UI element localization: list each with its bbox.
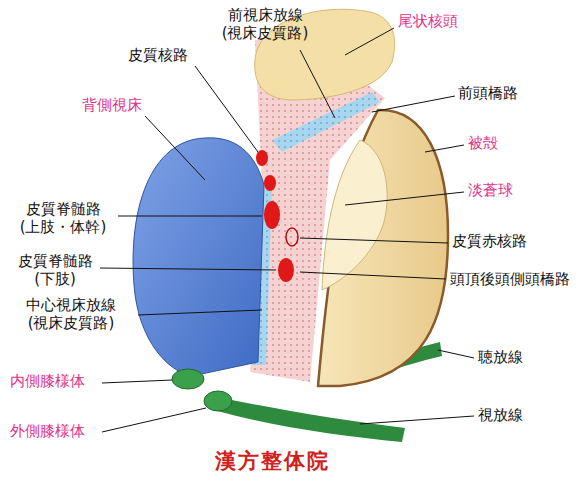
part-label: 皮質脊髄路 (上肢・体幹) bbox=[10, 200, 116, 236]
watermark: 漢方整体院 bbox=[215, 448, 330, 473]
part-label: 前頭橋路 bbox=[458, 84, 548, 102]
leader-lines bbox=[100, 28, 474, 432]
part-label: 皮質赤核路 bbox=[452, 232, 552, 250]
lateral-geniculate bbox=[204, 391, 232, 411]
part-label: 外側膝様体 bbox=[10, 422, 105, 440]
corticonuclear-tract bbox=[256, 150, 268, 166]
part-label: 中心視床放線 (視床皮質路) bbox=[6, 296, 136, 332]
corticospinal-tract bbox=[278, 258, 294, 282]
part-label: 被殻 bbox=[468, 134, 528, 152]
part-label: 聴放線 bbox=[478, 348, 548, 366]
medial-geniculate bbox=[172, 369, 204, 389]
optic-radiation bbox=[212, 396, 405, 442]
part-label: 頭頂後頭側頭橋路 bbox=[450, 270, 580, 288]
globus-pallidus bbox=[322, 140, 387, 290]
corticonuclear-tract bbox=[264, 175, 276, 191]
part-label: 前視床放線 (視床皮質路) bbox=[210, 6, 320, 42]
part-label: 皮質脊髄路 (下肢) bbox=[10, 252, 100, 288]
part-label: 視放線 bbox=[478, 406, 548, 424]
corticorubral-tract bbox=[286, 228, 298, 246]
part-label: 背側視床 bbox=[82, 96, 162, 114]
part-label: 皮質核路 bbox=[128, 46, 208, 64]
part-label: 内側膝様体 bbox=[10, 372, 105, 390]
corticospinal-tract bbox=[264, 201, 280, 229]
part-label: 淡蒼球 bbox=[468, 181, 538, 199]
part-label: 尾状核頭 bbox=[398, 12, 488, 30]
